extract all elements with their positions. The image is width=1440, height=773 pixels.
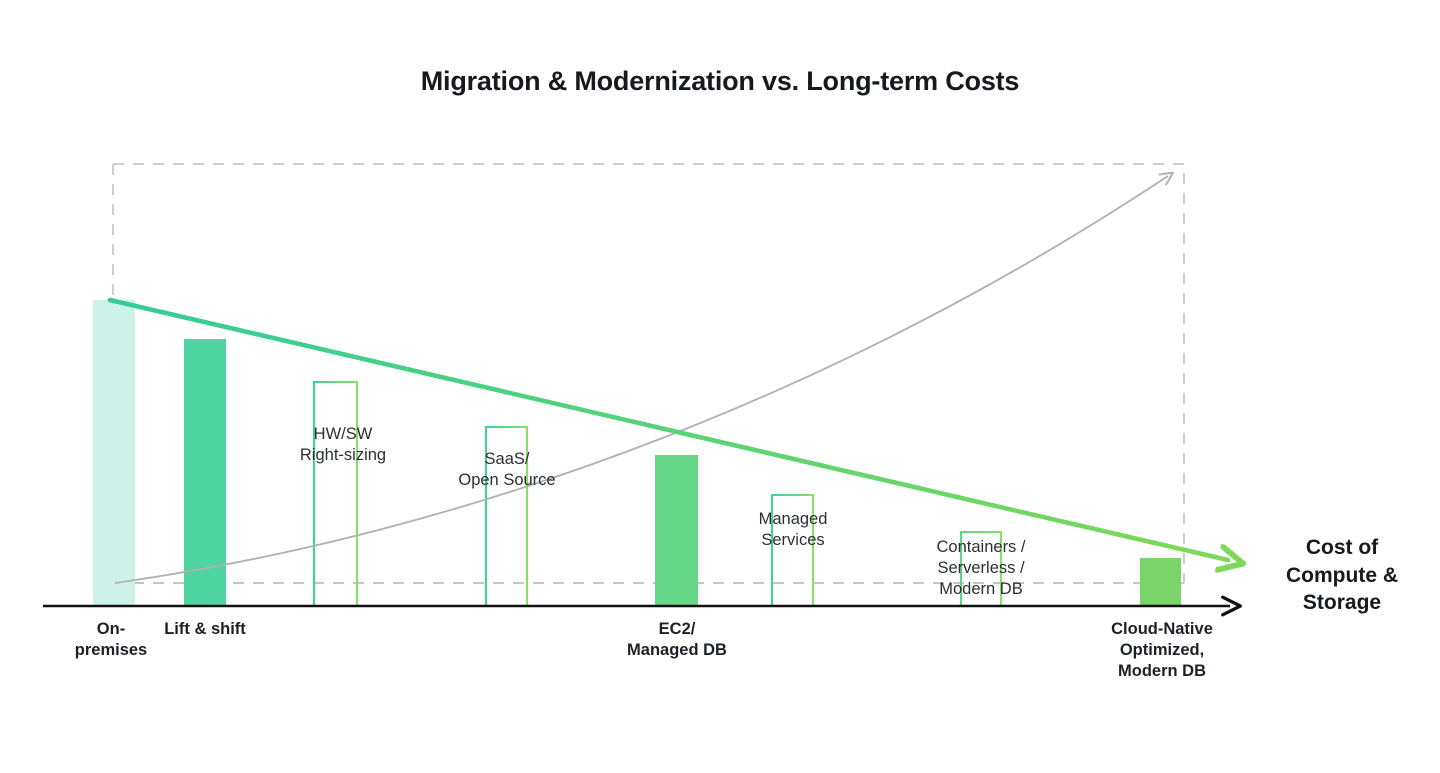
chart-title: Migration & Modernization vs. Long-term …	[420, 66, 1020, 96]
bracket-label-managed-services: Managed Services	[758, 510, 828, 550]
bar-cloud-native-optimized	[1140, 558, 1181, 605]
bar-ec2-managed-db	[655, 455, 698, 605]
reference-box	[112, 163, 1185, 583]
category-label-cloud-native-optimized: Cloud-Native Optimized, Modern DB	[1111, 620, 1213, 681]
bracket-managed-services	[770, 493, 815, 606]
category-label-ec2-managed-db: EC2/ Managed DB	[627, 620, 727, 660]
bracket-saas-open-source	[484, 425, 529, 606]
axis-label-cost-of-compute-and-storage: Cost of Compute & Storage	[1286, 536, 1398, 615]
bracket-hw-sw-right-sizing	[312, 380, 359, 606]
bracket-label-hw-sw-right-sizing: HW/SW Right-sizing	[299, 425, 387, 465]
bracket-label-containers-serverless-modern-db: Containers / Serverless / Modern DB	[936, 538, 1026, 599]
category-label-lift-and-shift: Lift & shift	[164, 620, 246, 638]
category-label-on-premises: On- premises	[74, 620, 148, 660]
migration-cost-line	[107, 297, 1228, 560]
bar-on-premises	[93, 300, 135, 605]
bracket-containers-serverless-modern-db	[959, 530, 1003, 606]
bracket-label-saas-open-source: SaaS/ Open Source	[458, 450, 556, 490]
bar-lift-and-shift	[184, 339, 226, 605]
long-term-cost-curve	[114, 171, 1175, 584]
